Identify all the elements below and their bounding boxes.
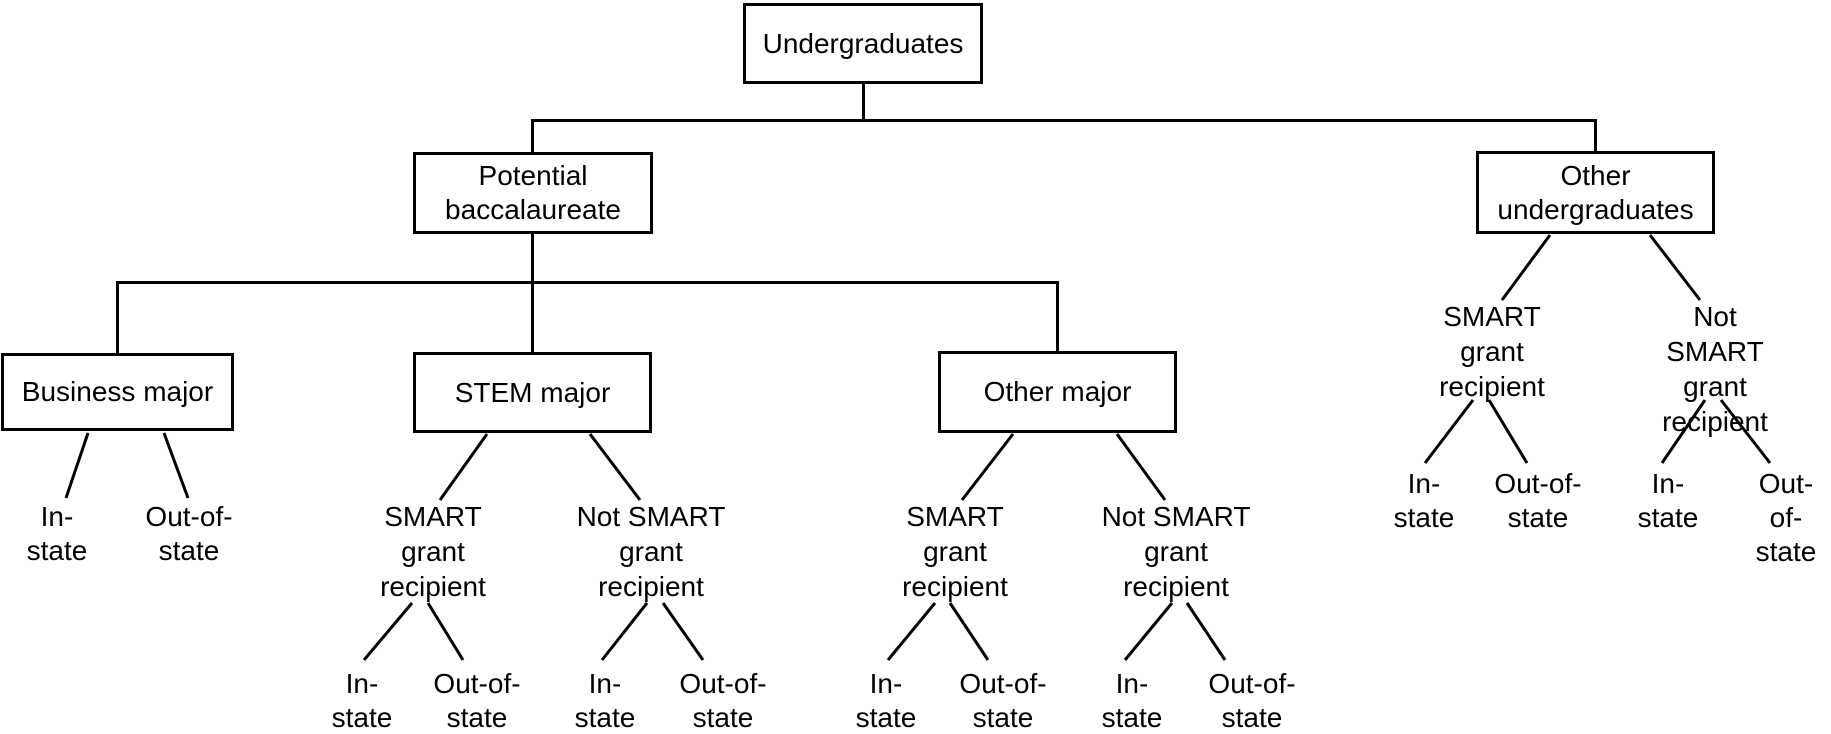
leaf-stem-not-smart-out-of-state: Out-of- state	[679, 668, 767, 733]
node-business-major-label: Business major	[21, 376, 214, 407]
edge-other-ug-smart	[1500, 234, 1552, 301]
edge-stem-smart-in-state	[362, 602, 414, 661]
edge-other-major-smart	[960, 433, 1015, 501]
leaf-other-major-not-smart-out-of-state: Out-of- state	[1208, 668, 1296, 733]
node-stem-not-smart-recipient: Not SMART grant recipient	[576, 501, 726, 602]
leaf-stem-not-smart-in-state: In- state	[574, 668, 636, 733]
edge-stem-not-smart-out-of-state	[661, 602, 705, 661]
edge-other-ug-not-smart-in-state	[1660, 399, 1707, 464]
connector-level2-horizontal	[116, 281, 1059, 284]
node-other-ug-smart-recipient: SMART grant recipient	[1439, 301, 1545, 402]
node-undergraduates-label: Undergraduates	[762, 27, 964, 59]
edge-other-ug-not-smart-out-of-state	[1719, 399, 1772, 464]
leaf-other-ug-smart-out-of-state: Out-of- state	[1494, 468, 1582, 533]
leaf-business-out-of-state: Out-of- state	[145, 501, 233, 566]
edge-other-ug-smart-out-of-state	[1487, 399, 1529, 464]
edge-other-major-not-smart-out-of-state	[1185, 602, 1227, 661]
edge-other-major-not-smart-in-state	[1123, 602, 1174, 661]
node-stem-smart-recipient: SMART grant recipient	[380, 501, 486, 602]
node-potential-baccalaureate-label: Potential baccalaureate	[445, 160, 621, 225]
leaf-other-ug-not-smart-in-state: In- state	[1637, 468, 1699, 533]
node-other-major-not-smart-recipient: Not SMART grant recipient	[1101, 501, 1251, 602]
connector-root-down	[862, 84, 865, 119]
edge-other-ug-smart-in-state	[1423, 399, 1475, 464]
node-other-major: Other major	[938, 351, 1177, 433]
node-other-undergraduates: Other undergraduates	[1476, 151, 1715, 234]
node-potential-baccalaureate: Potential baccalaureate	[413, 152, 653, 234]
leaf-other-major-smart-out-of-state: Out-of- state	[959, 668, 1047, 733]
leaf-stem-smart-out-of-state: Out-of- state	[433, 668, 521, 733]
edge-other-major-smart-in-state	[886, 602, 937, 661]
node-other-ug-not-smart-recipient: Not SMART grant recipient	[1662, 301, 1768, 437]
edge-other-major-not-smart	[1115, 433, 1167, 501]
leaf-other-major-not-smart-in-state: In- state	[1101, 668, 1163, 733]
node-undergraduates: Undergraduates	[743, 3, 983, 84]
edge-stem-not-smart	[588, 433, 642, 501]
node-other-major-label: Other major	[983, 376, 1132, 407]
leaf-other-ug-not-smart-out-of-state: Out-of- state	[1755, 468, 1817, 567]
edge-other-ug-not-smart	[1648, 234, 1702, 301]
leaf-stem-smart-in-state: In- state	[331, 668, 393, 733]
node-other-major-smart-recipient: SMART grant recipient	[902, 501, 1008, 602]
leaf-business-in-state: In- state	[26, 501, 88, 566]
edge-other-major-smart-out-of-state	[948, 602, 990, 661]
connector-to-other-major	[1056, 281, 1059, 351]
connector-to-business-major	[116, 281, 119, 353]
connector-to-potential-baccalaureate	[531, 119, 534, 152]
node-stem-major-label: STEM major	[454, 376, 611, 408]
edge-stem-smart	[438, 433, 489, 501]
edge-stem-not-smart-in-state	[600, 602, 649, 661]
node-stem-major: STEM major	[413, 352, 652, 433]
edge-stem-smart-out-of-state	[426, 602, 465, 661]
leaf-other-major-smart-in-state: In- state	[855, 668, 917, 733]
edge-business-out-of-state	[162, 432, 190, 499]
leaf-other-ug-smart-in-state: In- state	[1393, 468, 1455, 533]
connector-potential-to-stem	[531, 234, 534, 352]
connector-level1-horizontal	[531, 119, 1597, 122]
connector-to-other-undergraduates	[1594, 119, 1597, 152]
edge-business-in-state	[64, 432, 90, 499]
node-other-undergraduates-label: Other undergraduates	[1497, 159, 1694, 225]
node-business-major: Business major	[1, 353, 234, 431]
